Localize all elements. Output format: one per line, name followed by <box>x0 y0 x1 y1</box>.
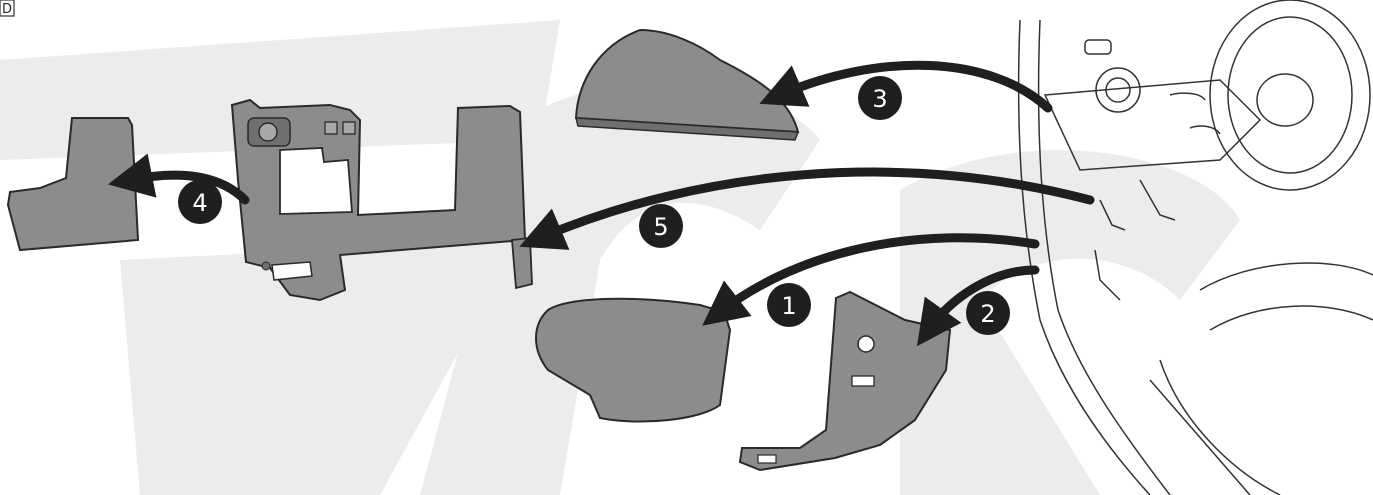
step-badge-4: 4 <box>178 180 222 224</box>
step-number-3: 3 <box>872 85 887 113</box>
step-number-2: 2 <box>980 300 995 328</box>
step-badge-3: 3 <box>858 76 902 120</box>
corner-label: D <box>2 2 12 17</box>
step-number-4: 4 <box>192 189 207 217</box>
upper-dash-cover <box>576 30 798 132</box>
step-number-5: 5 <box>653 213 668 241</box>
corner-tag: D <box>0 0 14 17</box>
step-badge-2: 2 <box>966 291 1010 335</box>
step-badge-5: 5 <box>639 204 683 248</box>
step-number-1: 1 <box>781 292 796 320</box>
removal-arrow-icon-3 <box>780 65 1048 108</box>
step-badge-1: 1 <box>767 283 811 327</box>
